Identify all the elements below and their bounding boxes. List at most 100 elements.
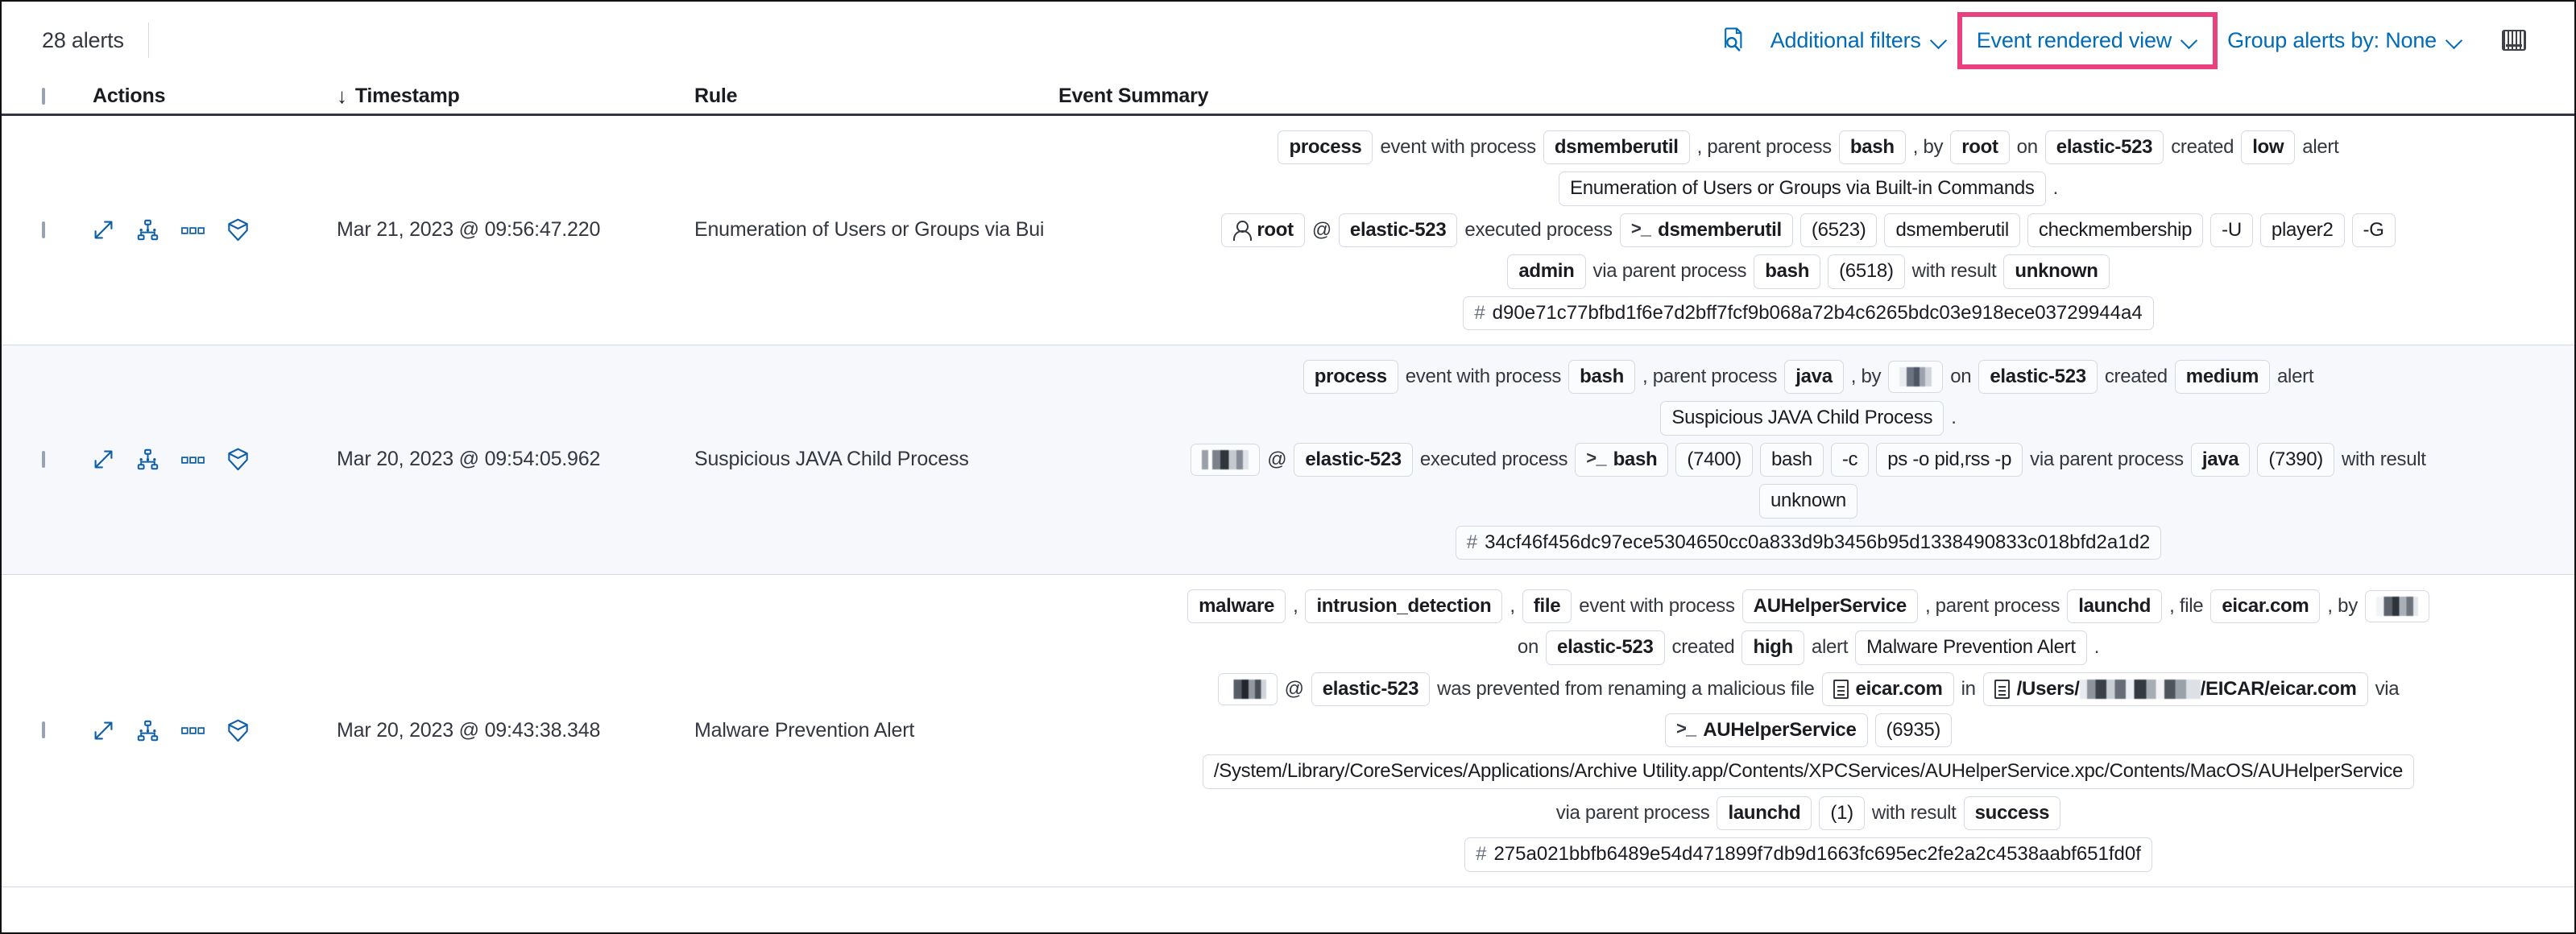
- table-row[interactable]: Mar 21, 2023 @ 09:56:47.220 Enumeration …: [2, 116, 2574, 345]
- event-rendered-view-button[interactable]: Event rendered view: [1957, 11, 2218, 69]
- redacted-user-chip[interactable]: [1191, 443, 1261, 476]
- summary-chip[interactable]: /System/Library/CoreServices/Application…: [1202, 754, 2415, 789]
- table-row[interactable]: Mar 20, 2023 @ 09:43:38.348 Malware Prev…: [2, 575, 2574, 887]
- alerts-rows: Mar 21, 2023 @ 09:56:47.220 Enumeration …: [2, 116, 2574, 887]
- summary-chip[interactable]: medium: [2174, 359, 2270, 395]
- hash-chip[interactable]: #34cf46f456dc97ece5304650cc0a833d9b3456b…: [1455, 525, 2162, 560]
- summary-chip[interactable]: eicar.com: [2210, 589, 2321, 624]
- summary-chip[interactable]: dsmemberutil: [1884, 213, 2020, 248]
- file-icon: [1833, 679, 1849, 699]
- summary-chip[interactable]: java: [2190, 442, 2251, 477]
- analyze-event-icon[interactable]: [137, 448, 159, 470]
- more-actions-icon[interactable]: [181, 225, 205, 236]
- summary-chip[interactable]: elastic-523: [1311, 672, 1431, 707]
- summary-chip[interactable]: >_bash: [1575, 442, 1669, 477]
- summary-chip[interactable]: checkmembership: [2027, 213, 2204, 248]
- select-all-checkbox[interactable]: [42, 87, 45, 105]
- summary-chip[interactable]: dsmemberutil: [1543, 130, 1690, 165]
- summary-chip[interactable]: java: [1784, 359, 1844, 395]
- summary-chip[interactable]: low: [2241, 130, 2296, 165]
- summary-chip[interactable]: (7400): [1675, 442, 1753, 477]
- expand-icon[interactable]: [93, 219, 114, 241]
- summary-chip[interactable]: -U: [2210, 213, 2253, 248]
- summary-chip[interactable]: AUHelperService: [1741, 589, 1918, 624]
- summary-chip[interactable]: success: [1963, 796, 2061, 831]
- summary-chip[interactable]: (7390): [2257, 442, 2334, 477]
- summary-text: alert: [2277, 365, 2314, 387]
- file-path-prefix: /Users/: [2016, 677, 2080, 700]
- summary-chip[interactable]: high: [1741, 630, 1804, 665]
- redacted-block: [1202, 449, 1249, 469]
- analyze-event-icon[interactable]: [137, 720, 159, 742]
- column-header-actions[interactable]: Actions: [93, 85, 166, 107]
- session-view-icon[interactable]: [227, 719, 249, 742]
- summary-chip[interactable]: -c: [1830, 442, 1870, 477]
- keyboard-icon[interactable]: [2475, 23, 2539, 57]
- column-header-timestamp[interactable]: ↓ Timestamp: [337, 84, 694, 109]
- summary-chip[interactable]: elastic-523: [1978, 359, 2098, 395]
- redacted-user-chip[interactable]: [2364, 590, 2429, 623]
- group-alerts-by-button[interactable]: Group alerts by: None: [2216, 22, 2475, 60]
- additional-filters-button[interactable]: Additional filters: [1759, 22, 1959, 60]
- column-header-rule[interactable]: Rule: [694, 85, 738, 107]
- summary-chip[interactable]: bash: [1838, 130, 1906, 165]
- summary-chip[interactable]: >_dsmemberutil: [1619, 213, 1793, 248]
- summary-chip[interactable]: >_AUHelperService: [1664, 713, 1868, 748]
- summary-chip[interactable]: (6518): [1828, 254, 1905, 289]
- summary-chip[interactable]: launchd: [1717, 796, 1812, 831]
- summary-chip[interactable]: bash: [1754, 254, 1821, 289]
- toolbar-divider: [147, 23, 149, 58]
- session-view-icon[interactable]: [227, 218, 249, 242]
- summary-chip-label: -G: [2363, 218, 2384, 241]
- summary-chip[interactable]: malware: [1187, 589, 1286, 624]
- table-row[interactable]: Mar 20, 2023 @ 09:54:05.962 Suspicious J…: [2, 345, 2574, 575]
- column-header-event-summary[interactable]: Event Summary: [1058, 85, 1209, 107]
- summary-chip[interactable]: launchd: [2067, 589, 2163, 624]
- summary-text: via parent process: [1592, 260, 1747, 283]
- expand-icon[interactable]: [93, 720, 114, 742]
- summary-chip[interactable]: elastic-523: [1338, 213, 1458, 248]
- hash-chip[interactable]: #d90e71c77bfbd1f6e7d2bff7fcf9b068a72b4c6…: [1463, 295, 2154, 330]
- analyze-event-icon[interactable]: [137, 219, 159, 241]
- summary-chip[interactable]: Enumeration of Users or Groups via Built…: [1558, 172, 2046, 206]
- document-search-icon[interactable]: [1717, 21, 1759, 60]
- summary-chip[interactable]: Malware Prevention Alert: [1855, 630, 2087, 665]
- summary-chip[interactable]: (6523): [1799, 213, 1878, 248]
- redacted-user-chip[interactable]: [1217, 672, 1278, 705]
- more-actions-icon[interactable]: [181, 725, 205, 736]
- summary-chip[interactable]: player2: [2259, 213, 2345, 248]
- more-actions-icon[interactable]: [181, 454, 205, 465]
- summary-chip[interactable]: ps -o pid,rss -p: [1876, 442, 2023, 477]
- expand-icon[interactable]: [93, 448, 114, 470]
- summary-chip[interactable]: admin: [1507, 254, 1586, 289]
- summary-chip[interactable]: root: [1221, 213, 1305, 248]
- summary-chip[interactable]: file: [1522, 589, 1572, 624]
- summary-chip[interactable]: elastic-523: [1546, 630, 1665, 665]
- summary-chip[interactable]: process: [1278, 130, 1373, 165]
- summary-chip[interactable]: process: [1302, 359, 1398, 395]
- row-select-checkbox[interactable]: [42, 450, 45, 468]
- file-path-chip[interactable]: /Users//EICAR/eicar.com: [1982, 672, 2368, 707]
- summary-chip[interactable]: root: [1950, 130, 2010, 165]
- hash-chip[interactable]: #275a021bbfb6489e54d471899f7db9d1663fc69…: [1464, 837, 2152, 872]
- summary-chip[interactable]: (1): [1819, 796, 1865, 831]
- summary-chip[interactable]: elastic-523: [1294, 442, 1413, 477]
- summary-chip[interactable]: eicar.com: [1821, 672, 1954, 707]
- summary-chip[interactable]: intrusion_detection: [1305, 589, 1503, 624]
- summary-chip[interactable]: -G: [2351, 213, 2396, 248]
- summary-text: created: [2104, 365, 2168, 387]
- redacted-user-chip[interactable]: [1888, 361, 1944, 394]
- summary-chip-label: -U: [2222, 218, 2242, 241]
- session-view-icon[interactable]: [227, 448, 249, 471]
- summary-chip[interactable]: elastic-523: [2044, 130, 2164, 165]
- summary-chip-label: file: [1533, 594, 1561, 617]
- summary-chip[interactable]: unknown: [1759, 484, 1857, 519]
- summary-chip[interactable]: Suspicious JAVA Child Process: [1660, 401, 1944, 436]
- summary-chip[interactable]: (6935): [1874, 713, 1953, 748]
- summary-chip[interactable]: bash: [1568, 359, 1635, 395]
- summary-chip[interactable]: unknown: [2003, 254, 2110, 289]
- row-select-checkbox[interactable]: [42, 221, 45, 238]
- row-select-checkbox[interactable]: [42, 721, 45, 739]
- summary-text: executed process: [1419, 448, 1568, 470]
- summary-chip[interactable]: bash: [1759, 442, 1824, 477]
